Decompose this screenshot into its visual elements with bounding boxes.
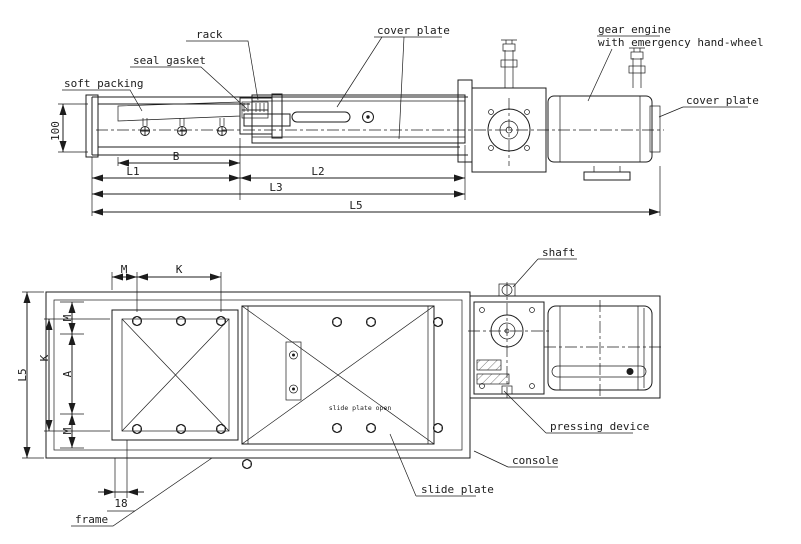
dim-l1: L1 <box>126 165 139 178</box>
rack-assembly <box>239 93 291 139</box>
dim-l5-left: L5 <box>16 368 29 381</box>
dim-b: B <box>173 150 180 163</box>
label-rack: rack <box>196 28 223 41</box>
dim-k-top: K <box>176 263 183 276</box>
slide-plate-area <box>241 305 435 445</box>
side-bolts <box>140 118 227 136</box>
cover-plate-section <box>251 94 466 144</box>
label-console: console <box>512 454 558 467</box>
plan-dimension-lines <box>23 273 221 496</box>
motor-housing <box>547 95 661 181</box>
gate-opening <box>111 309 239 441</box>
dimension-labels: 100 B L1 L2 L3 L5 M K L5 K M A M 18 <box>16 121 363 510</box>
shaft-stub <box>498 283 516 297</box>
dim-l3: L3 <box>269 181 282 194</box>
side-frame-body <box>85 94 468 158</box>
hand-wheel-stem-2 <box>628 47 646 88</box>
dim-m-left-lower: M <box>61 427 74 434</box>
label-cover-plate-top: cover plate <box>377 24 450 37</box>
plan-extension-lines <box>22 272 222 498</box>
label-pressing-device: pressing device <box>550 420 649 433</box>
leader-lines <box>62 35 748 527</box>
label-cover-plate-right: cover plate <box>686 94 759 107</box>
label-gear-engine-line1: gear engine <box>598 23 671 36</box>
label-slide-plate-open: slide plate open <box>329 404 392 412</box>
hand-wheel-stem-1 <box>500 39 518 88</box>
gear-engine-plan <box>468 282 664 399</box>
soft-packing-hatch <box>117 101 241 122</box>
side-dimension-lines <box>59 104 660 216</box>
plan-view <box>22 272 664 498</box>
dim-18: 18 <box>114 497 127 510</box>
dim-k-left: K <box>38 354 51 361</box>
gear-engine-side <box>471 39 661 181</box>
label-seal-gasket: seal gasket <box>133 54 206 67</box>
label-frame: frame <box>75 513 108 526</box>
label-slide-plate: slide plate <box>421 483 494 496</box>
motor-plan <box>544 300 664 396</box>
dim-l2: L2 <box>311 165 324 178</box>
label-soft-packing: soft packing <box>64 77 143 90</box>
dim-a-left: A <box>61 370 74 377</box>
label-shaft: shaft <box>542 246 575 259</box>
dim-m-top: M <box>121 263 128 276</box>
plan-nuts <box>131 315 444 470</box>
callout-labels: rack seal gasket soft packing cover plat… <box>64 23 764 526</box>
dim-100: 100 <box>49 121 62 141</box>
dim-m-left-upper: M <box>61 314 74 321</box>
label-gear-engine-line2: with emergency hand-wheel <box>598 36 764 49</box>
side-view <box>58 39 664 216</box>
dim-l5-top: L5 <box>349 199 362 212</box>
plan-frame-body <box>45 291 471 459</box>
